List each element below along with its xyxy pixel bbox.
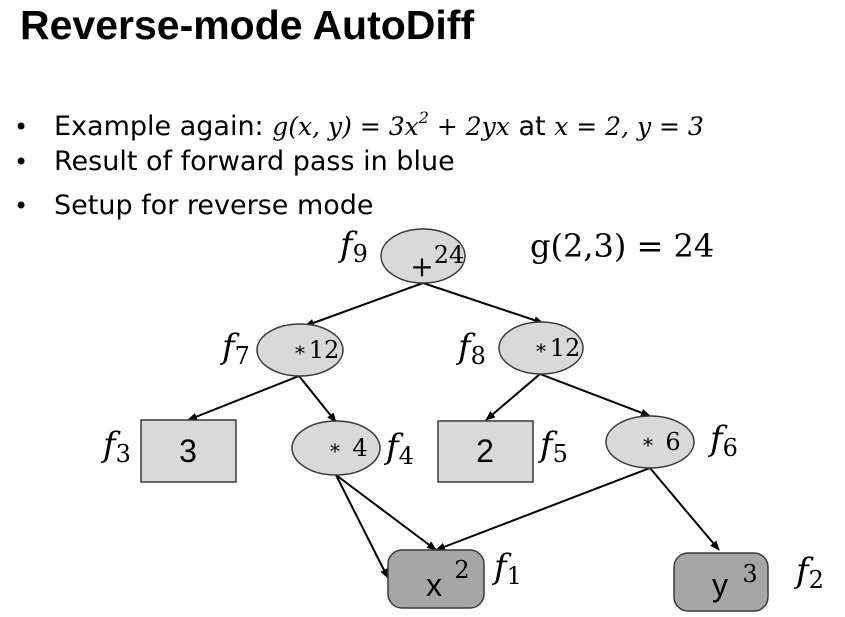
node-f9-op: + xyxy=(410,250,433,283)
formula-term1-exponent: 2 xyxy=(418,108,429,127)
node-f7-op: * xyxy=(295,341,305,365)
node-f7-value: 12 xyxy=(309,336,340,364)
node-f9: + 24 xyxy=(380,228,466,284)
formula-eq: = xyxy=(351,112,389,141)
label-f6: f6 xyxy=(707,419,738,462)
formula-term2: 2yx xyxy=(465,112,510,141)
node-f9-value: 24 xyxy=(434,241,465,269)
slide-title: Reverse-mode AutoDiff xyxy=(20,2,475,48)
node-f2-var: y xyxy=(712,567,728,603)
node-f1-value: 2 xyxy=(454,556,469,584)
formula-term1: 3x xyxy=(388,112,419,141)
node-f3-value: 3 xyxy=(179,433,197,469)
formula-plus: + xyxy=(428,112,466,141)
graph-edges xyxy=(187,282,720,579)
label-f9: f9 xyxy=(337,225,368,268)
edge-f4-f1-left xyxy=(335,474,389,579)
label-f8: f8 xyxy=(455,327,486,370)
bullet-example-mid: at xyxy=(509,111,555,142)
bullet-dot: • xyxy=(14,148,29,176)
result-label: g(2,3) = 24 xyxy=(530,227,714,265)
label-f5: f5 xyxy=(537,425,568,468)
label-f7: f7 xyxy=(219,327,250,370)
label-f1: f1 xyxy=(491,547,522,590)
node-f4: * 4 xyxy=(291,420,381,476)
edge-f7-f4 xyxy=(298,375,337,423)
node-f6-value: 6 xyxy=(665,428,680,456)
label-f3: f3 xyxy=(100,425,131,468)
formula-lhs: g(x, y) xyxy=(272,112,352,141)
bullet-forward-pass: • Result of forward pass in blue xyxy=(14,142,704,186)
node-f6-op: * xyxy=(643,433,653,457)
edge-f9-f7 xyxy=(304,282,424,327)
edge-f8-f5 xyxy=(485,373,541,421)
node-f8-op: * xyxy=(536,339,546,363)
formula-condition: x = 2, y = 3 xyxy=(554,112,704,141)
formula: g(x, y) = 3x2 + 2yx xyxy=(272,108,510,141)
edge-f6-f2 xyxy=(649,467,720,551)
edge-f4-f1-right xyxy=(335,474,437,551)
bullet-dot: • xyxy=(14,192,29,220)
node-f8-value: 12 xyxy=(550,334,581,362)
node-f5: 2 xyxy=(437,420,534,483)
bullet-reverse-mode-text: Setup for reverse mode xyxy=(54,190,374,221)
node-f8: * 12 xyxy=(498,321,584,375)
node-f2-value: 3 xyxy=(742,560,757,588)
node-f6: * 6 xyxy=(605,415,695,469)
node-f2: y 3 xyxy=(673,552,769,612)
node-f4-op: * xyxy=(330,439,340,463)
node-f7: * 12 xyxy=(256,323,344,377)
edge-f9-f8 xyxy=(422,282,544,324)
node-f1-var: x xyxy=(426,567,442,603)
node-f1: x 2 xyxy=(387,549,485,609)
node-f3: 3 xyxy=(140,419,237,483)
edge-f6-f1 xyxy=(435,467,651,551)
bullet-list: • Example again: g(x, y) = 3x2 + 2yx at x… xyxy=(14,98,704,230)
bullet-dot: • xyxy=(14,113,29,141)
edge-f8-f6 xyxy=(539,373,651,417)
label-f4: f4 xyxy=(383,427,414,470)
bullet-reverse-mode: • Setup for reverse mode xyxy=(14,186,704,230)
label-f2: f2 xyxy=(793,551,824,594)
bullet-forward-pass-text: Result of forward pass in blue xyxy=(54,146,455,177)
edge-f7-f3 xyxy=(187,375,300,421)
node-f5-value: 2 xyxy=(476,433,494,469)
node-f4-value: 4 xyxy=(352,434,367,462)
bullet-example-text: Example again: xyxy=(54,111,273,142)
bullet-example: • Example again: g(x, y) = 3x2 + 2yx at x… xyxy=(14,98,704,142)
